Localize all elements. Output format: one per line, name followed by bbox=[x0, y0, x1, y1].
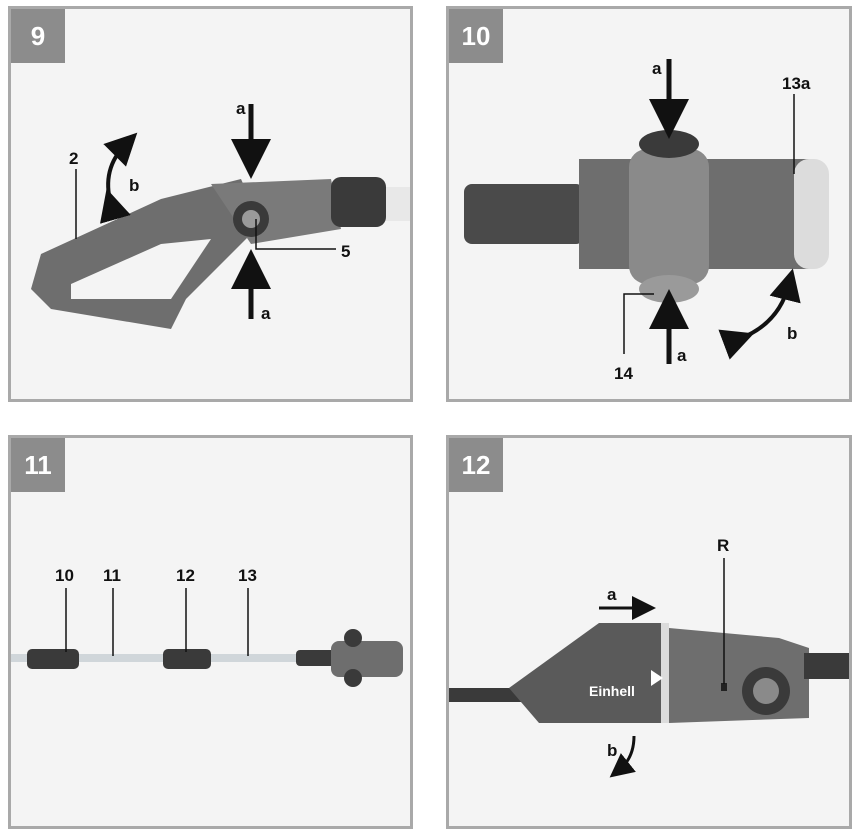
head-top-button bbox=[344, 629, 362, 647]
lock-button-center bbox=[242, 210, 260, 228]
label-b: b bbox=[607, 741, 617, 760]
top-button bbox=[639, 130, 699, 158]
collar bbox=[331, 177, 386, 227]
figure-12-panel: 12 Einhell R a b bbox=[446, 435, 852, 829]
rear-tube bbox=[804, 653, 849, 679]
rear-housing bbox=[669, 628, 809, 723]
figure-11-panel: 11 10 11 12 13 bbox=[8, 435, 413, 829]
arrow-b-curve bbox=[100, 132, 138, 224]
label-a-top: a bbox=[652, 59, 662, 78]
figure-11-illustration: 10 11 12 13 bbox=[11, 566, 403, 687]
leader-5 bbox=[255, 219, 336, 250]
handle-opening bbox=[71, 239, 211, 299]
separator-ring bbox=[661, 623, 669, 723]
label-14: 14 bbox=[614, 364, 633, 383]
figure-10-panel: 10 a a b 13a 14 bbox=[446, 6, 852, 402]
figure-12-number: 12 bbox=[449, 438, 503, 492]
label-13a: 13a bbox=[782, 74, 811, 93]
label-a: a bbox=[607, 585, 617, 604]
figure-10-number: 10 bbox=[449, 9, 503, 63]
arrow-b-curve bbox=[609, 735, 636, 778]
label-10: 10 bbox=[55, 566, 74, 585]
figure-12-illustration: Einhell R a b bbox=[449, 536, 849, 778]
head-bottom-button bbox=[344, 669, 362, 687]
figure-9-illustration: a a b 2 5 bbox=[31, 99, 410, 329]
reference-point-R bbox=[721, 683, 727, 691]
label-R: R bbox=[717, 536, 729, 555]
head-connector bbox=[296, 650, 336, 666]
front-housing bbox=[509, 623, 664, 723]
label-a-top: a bbox=[236, 99, 246, 118]
sleeve-10 bbox=[27, 649, 79, 669]
label-b: b bbox=[787, 324, 797, 343]
rotation-knob-center bbox=[753, 678, 779, 704]
brand-logo: Einhell bbox=[589, 683, 635, 699]
bottom-button-14 bbox=[639, 275, 699, 303]
label-a-bottom: a bbox=[261, 304, 271, 323]
tube-connector bbox=[464, 184, 584, 244]
sleeve-12 bbox=[163, 649, 211, 669]
label-11: 11 bbox=[103, 566, 121, 585]
leader-14 bbox=[623, 293, 654, 354]
clamp-block bbox=[629, 149, 709, 284]
label-13: 13 bbox=[238, 566, 257, 585]
head-unit bbox=[331, 641, 403, 677]
telescopic-tube bbox=[11, 654, 311, 662]
alignment-marker bbox=[651, 670, 663, 686]
figure-10-illustration: a a b 13a 14 bbox=[464, 59, 829, 383]
label-2: 2 bbox=[69, 149, 78, 168]
label-a-bottom: a bbox=[677, 346, 687, 365]
figure-9-panel: 9 a a b 2 5 bbox=[8, 6, 413, 402]
end-cap bbox=[794, 159, 829, 269]
arrow-b-curve bbox=[718, 268, 801, 360]
figure-11-number: 11 bbox=[11, 438, 65, 492]
label-12: 12 bbox=[176, 566, 195, 585]
label-5: 5 bbox=[341, 242, 350, 261]
figure-9-number: 9 bbox=[11, 9, 65, 63]
label-b: b bbox=[129, 176, 139, 195]
